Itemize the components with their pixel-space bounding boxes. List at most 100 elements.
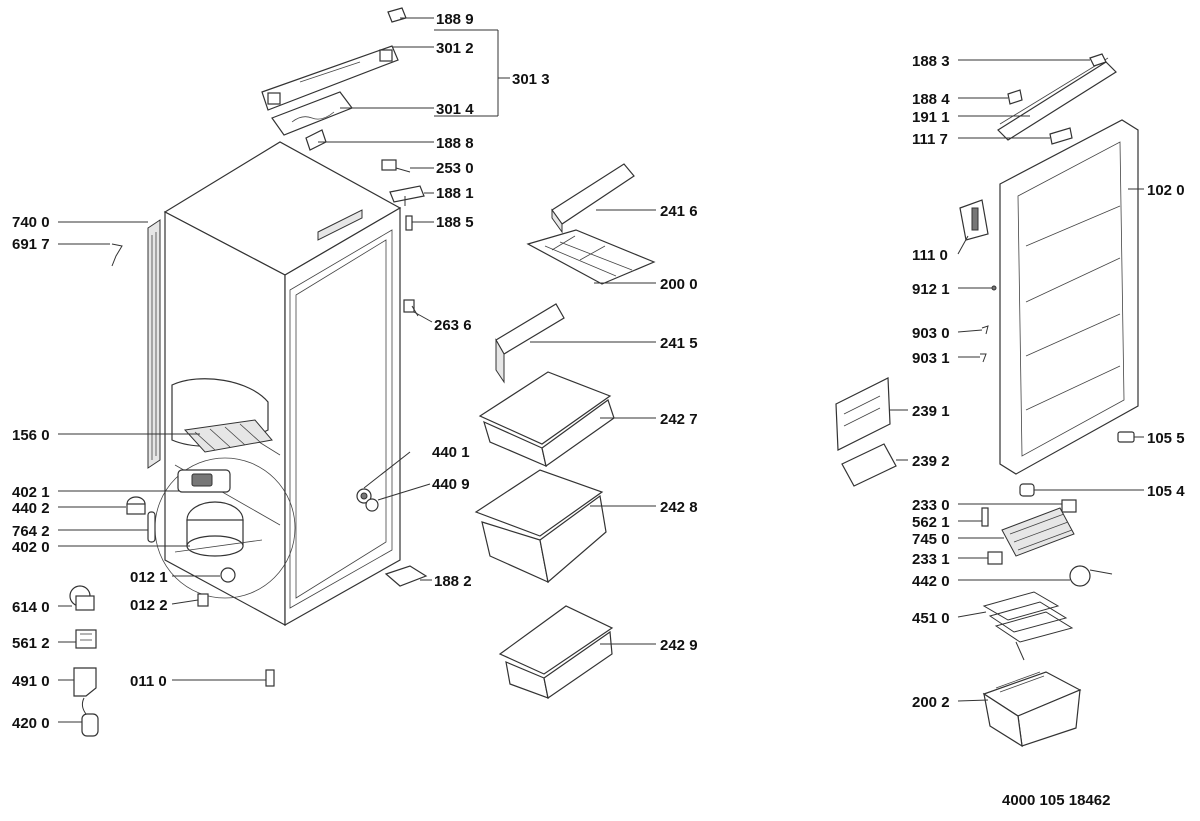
label-402-0: 402 0 xyxy=(12,539,50,556)
label-012-2: 012 2 xyxy=(130,597,168,614)
part-764-2-drier xyxy=(147,511,156,543)
part-241-5-door-shelf xyxy=(495,303,565,384)
label-200-2: 200 2 xyxy=(912,694,950,711)
label-440-1: 440 1 xyxy=(432,444,470,461)
part-233-0-clip xyxy=(1061,499,1077,513)
part-200-2-drip-tray xyxy=(982,671,1082,748)
label-440-2: 440 2 xyxy=(12,500,50,517)
label-188-9: 188 9 xyxy=(436,11,474,28)
label-242-9: 242 9 xyxy=(660,637,698,654)
part-239-1-instruction-card xyxy=(835,377,891,451)
part-561-2-connector xyxy=(75,629,97,649)
part-188-4-cap xyxy=(1007,89,1023,105)
label-239-1: 239 1 xyxy=(912,403,950,420)
label-263-6: 263 6 xyxy=(434,317,472,334)
label-301-4: 301 4 xyxy=(436,101,474,118)
part-242-9-crisper xyxy=(498,605,614,700)
part-451-0-heating-element xyxy=(982,591,1074,661)
part-233-1-clip xyxy=(987,551,1003,565)
part-903-1-screw xyxy=(980,353,987,363)
part-188-1-bracket xyxy=(389,185,425,206)
label-156-0: 156 0 xyxy=(12,427,50,444)
part-491-0-cover xyxy=(73,667,97,697)
label-188-3: 188 3 xyxy=(912,53,950,70)
label-188-1: 188 1 xyxy=(436,185,474,202)
label-191-1: 191 1 xyxy=(912,109,950,126)
label-188-4: 188 4 xyxy=(912,91,950,108)
label-105-4: 105 4 xyxy=(1147,483,1185,500)
part-242-7-drawer xyxy=(478,371,615,468)
label-241-6: 241 6 xyxy=(660,203,698,220)
label-242-8: 242 8 xyxy=(660,499,698,516)
part-440-2-relay xyxy=(126,496,146,515)
part-301-2-control-panel xyxy=(261,45,399,111)
label-200-0: 200 0 xyxy=(660,276,698,293)
label-562-1: 562 1 xyxy=(912,514,950,531)
part-102-0-door xyxy=(999,119,1139,475)
part-188-8-lens xyxy=(305,129,327,151)
leader-lines xyxy=(58,17,1144,723)
label-102-0: 102 0 xyxy=(1147,182,1185,199)
part-200-0-glass-shelf xyxy=(526,229,656,285)
part-188-9-cap xyxy=(387,7,407,23)
part-420-0-capacitor xyxy=(81,697,99,737)
part-440-9-plug xyxy=(365,498,379,512)
label-451-0: 451 0 xyxy=(912,610,950,627)
part-241-6-door-shelf xyxy=(551,163,635,234)
label-402-1: 402 1 xyxy=(12,484,50,501)
part-263-6-hinge xyxy=(403,299,419,317)
label-903-1: 903 1 xyxy=(912,350,950,367)
label-491-0: 491 0 xyxy=(12,673,50,690)
part-012-2-foot xyxy=(197,593,209,607)
part-903-0-screw xyxy=(981,325,989,335)
label-242-7: 242 7 xyxy=(660,411,698,428)
label-233-1: 233 1 xyxy=(912,551,950,568)
part-188-2-bottom-hinge xyxy=(384,565,428,587)
label-691-7: 691 7 xyxy=(12,236,50,253)
part-239-2-plate xyxy=(841,443,897,487)
part-105-5-hinge xyxy=(1117,431,1135,443)
label-011-0: 011 0 xyxy=(130,673,167,690)
label-561-2: 561 2 xyxy=(12,635,50,652)
label-233-0: 233 0 xyxy=(912,497,950,514)
label-188-8: 188 8 xyxy=(436,135,474,152)
part-111-0-handle xyxy=(959,199,989,241)
part-442-0-motor xyxy=(1069,565,1113,587)
part-011-0-screw xyxy=(265,669,275,687)
label-188-2: 188 2 xyxy=(434,573,472,590)
label-745-0: 745 0 xyxy=(912,531,950,548)
part-745-0-heater xyxy=(1001,507,1075,557)
label-912-1: 912 1 xyxy=(912,281,950,298)
part-614-0-thermostat xyxy=(69,585,95,611)
label-012-1: 012 1 xyxy=(130,569,168,586)
label-239-2: 239 2 xyxy=(912,453,950,470)
part-242-8-drawer xyxy=(474,469,607,584)
label-111-7: 111 7 xyxy=(912,131,948,148)
part-labels: 188 9 301 2 301 3 301 4 188 8 253 0 188 … xyxy=(12,11,1185,732)
part-440-1-grommet xyxy=(356,488,372,504)
part-188-5-pin xyxy=(405,215,413,231)
label-301-3: 301 3 xyxy=(512,71,550,88)
part-740-0-back-panel xyxy=(147,219,161,469)
label-301-2: 301 2 xyxy=(436,40,474,57)
part-253-0-switch xyxy=(381,159,411,173)
label-440-9: 440 9 xyxy=(432,476,470,493)
label-111-0: 111 0 xyxy=(912,247,948,264)
label-188-5: 188 5 xyxy=(436,214,474,231)
document-number: 4000 105 18462 xyxy=(1002,792,1111,809)
part-188-3-cap xyxy=(1089,53,1107,67)
part-562-1-connector xyxy=(981,507,989,527)
label-241-5: 241 5 xyxy=(660,335,698,352)
label-764-2: 764 2 xyxy=(12,523,50,540)
part-912-1-screw xyxy=(991,285,997,291)
label-253-0: 253 0 xyxy=(436,160,474,177)
label-740-0: 740 0 xyxy=(12,214,50,231)
label-442-0: 442 0 xyxy=(912,573,950,590)
part-156-0-evaporator-shelf xyxy=(171,378,273,453)
label-614-0: 614 0 xyxy=(12,599,50,616)
part-111-7-label xyxy=(1049,127,1073,145)
label-420-0: 420 0 xyxy=(12,715,50,732)
label-903-0: 903 0 xyxy=(912,325,950,342)
part-191-1-door-gasket xyxy=(997,57,1117,141)
